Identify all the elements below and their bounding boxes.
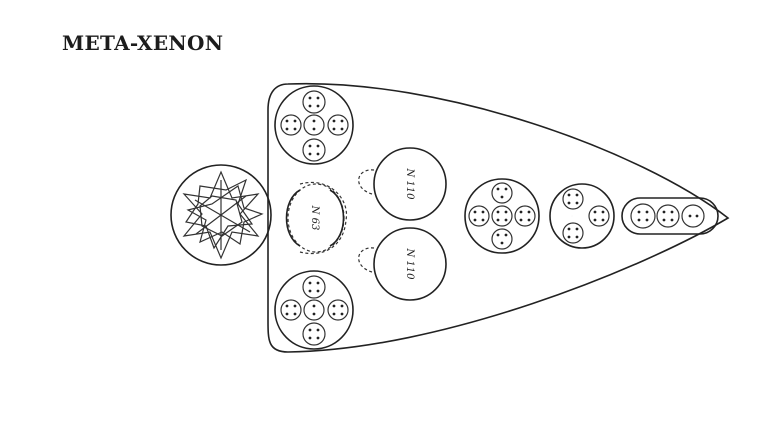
upper-n110-sphere (358, 147, 447, 221)
right-five-sphere (464, 178, 540, 254)
lower-five-sphere (274, 270, 354, 350)
upper-five-sphere (274, 85, 354, 165)
label-n63: N 63 (309, 205, 320, 231)
label-n110-upper: N 110 (404, 167, 415, 200)
lower-n110-sphere (358, 227, 447, 301)
label-n110-lower: N 110 (404, 247, 415, 280)
outer-body-outline (267, 82, 730, 353)
star-cluster-sphere (170, 164, 272, 266)
four-group-sphere (549, 183, 615, 249)
tip-capsule (621, 197, 719, 235)
diagram-title: META-XENON (62, 31, 224, 55)
n63-body (285, 181, 348, 254)
